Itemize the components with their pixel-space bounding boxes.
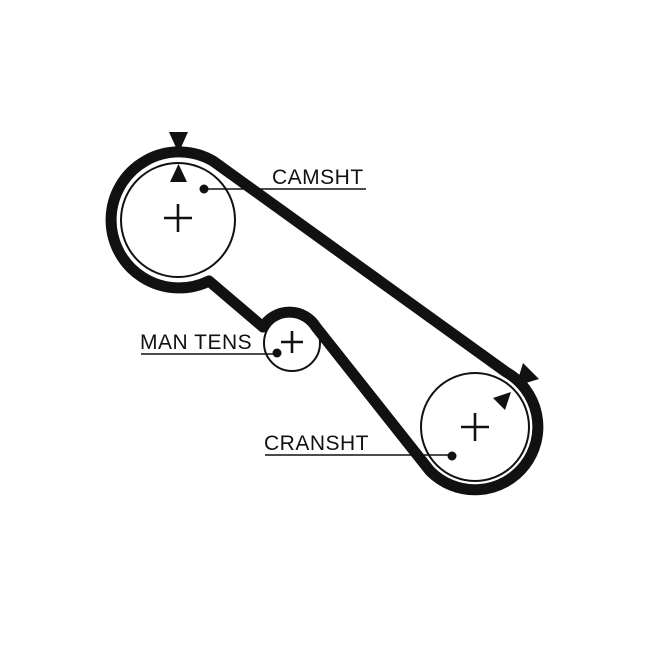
tensioner-label: MAN TENS — [140, 331, 252, 354]
tensioner-leader-dot-icon — [272, 348, 282, 358]
tensioner-center-cross-icon — [281, 331, 303, 353]
crankshaft-leader-dot-icon — [447, 451, 457, 461]
crankshaft-alignment-arrow-outer-icon — [516, 363, 539, 386]
camshaft-center-cross-icon — [164, 204, 192, 232]
camshaft-leader-dot-icon — [199, 184, 209, 194]
crankshaft-alignment-arrow-inner-icon — [493, 392, 511, 410]
camshaft-alignment-arrow-up-icon — [170, 164, 187, 182]
crankshaft-label: CRANSHT — [264, 432, 369, 455]
camshaft-label: CAMSHT — [272, 166, 364, 189]
camshaft-alignment-arrow-down-icon — [169, 132, 188, 153]
timing-belt — [105, 146, 544, 496]
crankshaft-center-cross-icon — [461, 413, 489, 441]
